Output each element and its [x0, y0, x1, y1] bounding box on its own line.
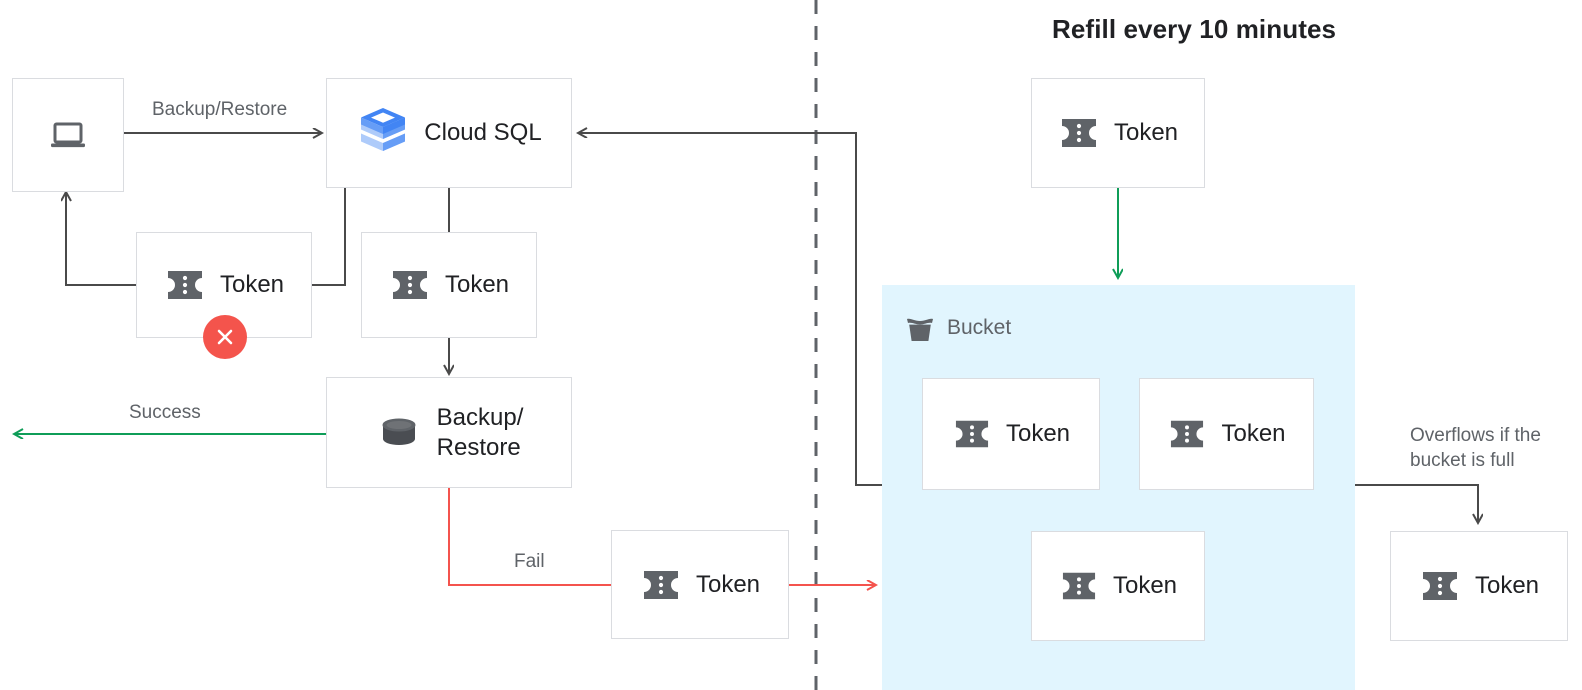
cloud-sql-label: Cloud SQL: [424, 119, 542, 147]
edge-token-client-to-client: [66, 192, 136, 286]
edge-label-success: Success: [129, 402, 201, 423]
page-title: Refill every 10 minutes: [1052, 14, 1337, 44]
token-bucket-1[interactable]: Token: [922, 378, 1100, 490]
edge-label-fail: Fail: [514, 551, 545, 572]
token-client-label: Token: [219, 271, 285, 299]
token-refill[interactable]: Token: [1031, 78, 1205, 188]
token-fail[interactable]: Token: [611, 530, 789, 639]
backup-restore[interactable]: Backup/ Restore: [326, 377, 572, 488]
edge-overflow: [1355, 484, 1478, 523]
edge-label-backup-restore: Backup/Restore: [152, 99, 288, 120]
edge-cloudsql-to-token-client: [312, 188, 346, 286]
token-icon: [389, 267, 431, 303]
token-icon: [164, 267, 206, 303]
edge-bucket-to-cloudsql: [578, 133, 882, 486]
token-bucket-3-label: Token: [1112, 572, 1178, 600]
token-bucket-3[interactable]: Token: [1031, 531, 1205, 641]
edge-label-overflow: Overflows if the bucket is full: [1410, 425, 1541, 471]
error-badge: [203, 315, 247, 359]
token-fail-label: Token: [695, 570, 761, 598]
bucket-icon: [903, 312, 937, 344]
token-bucket-2[interactable]: Token: [1139, 378, 1314, 490]
token-icon: [1419, 568, 1461, 604]
token-icon: [1167, 417, 1207, 451]
token-icon: [640, 567, 682, 603]
client-device[interactable]: [12, 78, 124, 192]
token-overflow-label: Token: [1474, 572, 1540, 600]
close-icon: [217, 329, 233, 345]
token-refill-label: Token: [1113, 119, 1179, 147]
laptop-icon: [47, 116, 89, 154]
token-bucket-1-label: Token: [1005, 420, 1071, 448]
token-icon: [1059, 569, 1099, 603]
cloud-sql[interactable]: Cloud SQL: [326, 78, 572, 188]
database-icon: [375, 413, 423, 453]
token-bucket-2-label: Token: [1221, 420, 1286, 448]
bucket-header: Bucket: [903, 312, 1011, 344]
token-icon: [1058, 115, 1100, 151]
token-cloudsql-label: Token: [444, 271, 510, 299]
token-cloudsql[interactable]: Token: [361, 232, 537, 338]
cloud-sql-icon: [356, 103, 410, 163]
token-overflow[interactable]: Token: [1390, 531, 1568, 641]
bucket-label: Bucket: [947, 316, 1012, 339]
backup-restore-label: Backup/ Restore: [436, 404, 524, 461]
token-icon: [952, 417, 992, 451]
